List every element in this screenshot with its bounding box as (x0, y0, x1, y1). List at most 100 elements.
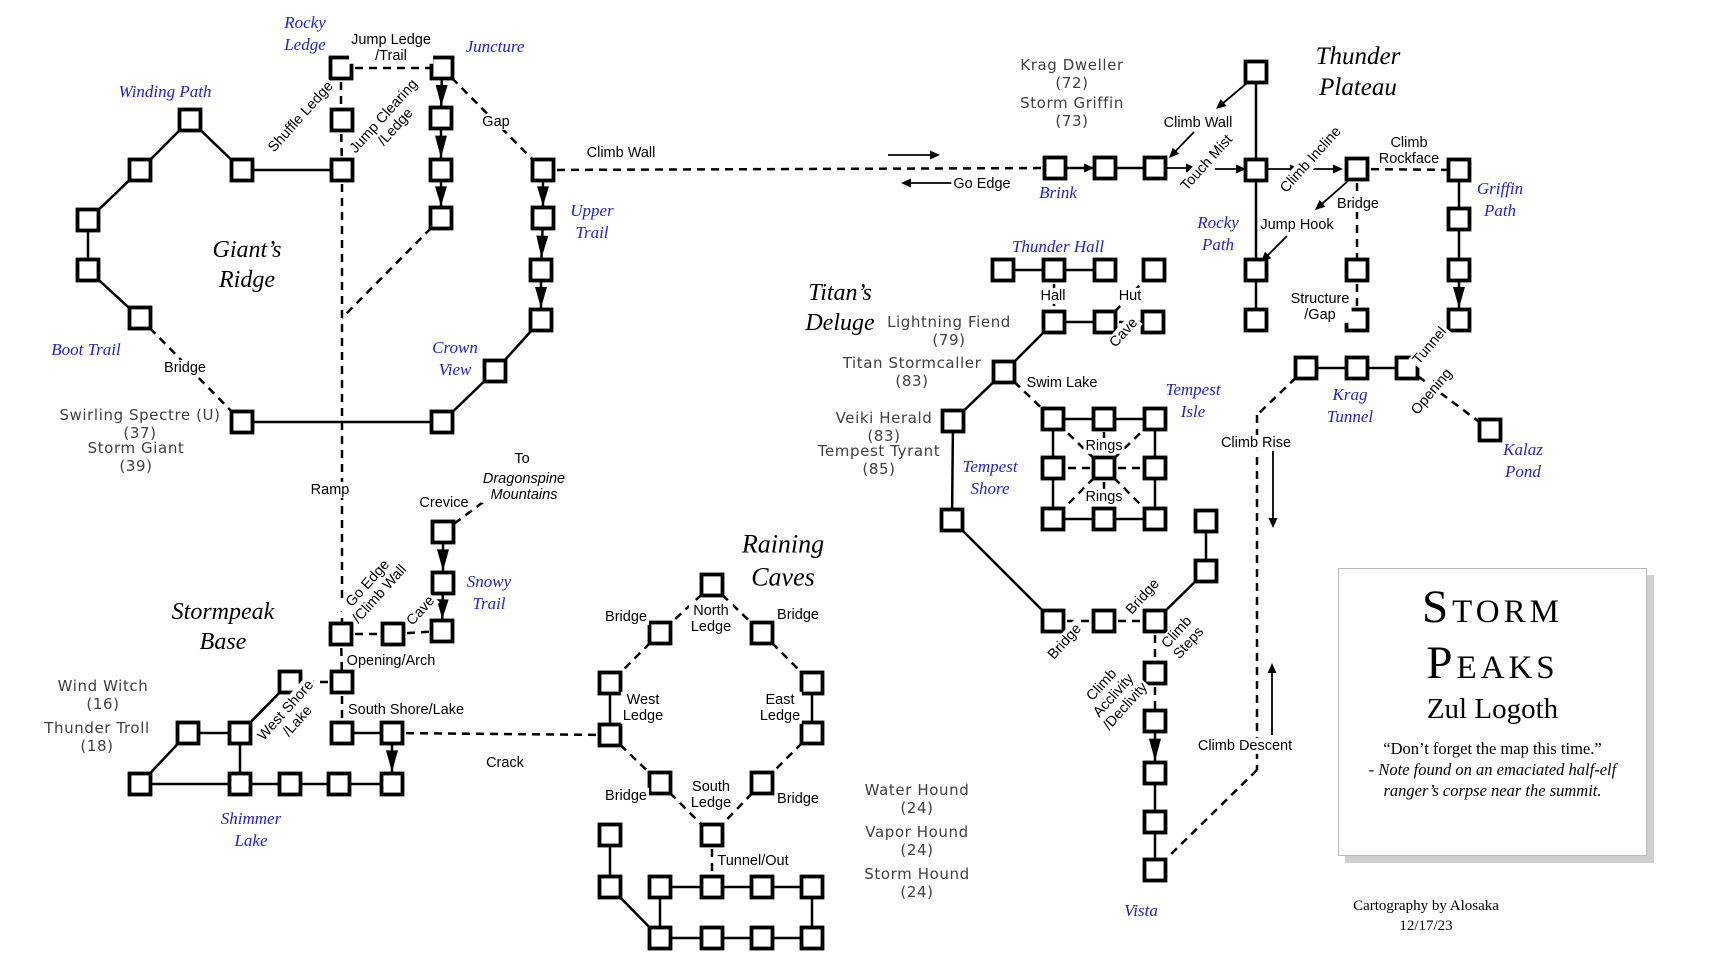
label-storm-griffin: Storm Griffin(73) (1020, 94, 1124, 130)
label-winding-path: Winding Path (118, 81, 211, 103)
room-node (1091, 455, 1117, 481)
room-node (1293, 355, 1319, 381)
room-node (699, 925, 725, 951)
label-line: East (765, 691, 795, 708)
label-boot-trail: Boot Trail (51, 339, 120, 361)
label-line: (85) (862, 460, 896, 478)
label-veiki-herald: Veiki Herald(83) (836, 409, 933, 445)
room-node (1243, 307, 1269, 333)
label-line: /Trail (375, 48, 407, 64)
room-node (429, 409, 455, 435)
label-line: Dragonspine (482, 470, 566, 487)
one-way-arrow (435, 186, 447, 206)
label-line: (18) (80, 737, 114, 755)
room-node (326, 771, 352, 797)
label-line: West (626, 691, 660, 708)
label-line: Vapor Hound (865, 823, 969, 841)
arrowhead-icon (901, 178, 911, 188)
room-node (75, 207, 101, 233)
label-swirling-spectre-u: Swirling Spectre (U)(37) (59, 406, 220, 442)
room-node (940, 408, 966, 434)
label-line: (73) (1055, 112, 1089, 130)
label-thunder-hall: Thunder Hall (1012, 236, 1104, 258)
label-line: Bridge (164, 359, 206, 376)
label-line: Rings (1085, 437, 1123, 454)
arrowhead-icon (1333, 164, 1343, 174)
label-line: Hut (1118, 287, 1142, 304)
room-node (1092, 155, 1118, 181)
label-line: /Gap (1304, 307, 1336, 323)
credit-date: 12/17/23 (1399, 918, 1453, 934)
label-line: Titan Stormcaller (842, 354, 982, 372)
room-node (329, 157, 355, 183)
map-edge-dashed (1406, 366, 1491, 432)
label-line: Vista (1124, 900, 1158, 920)
room-node (699, 572, 725, 598)
label-line: Ridge (219, 267, 275, 293)
arrowhead-icon (1084, 163, 1094, 173)
room-node (1092, 309, 1118, 335)
one-way-arrow (435, 135, 447, 158)
room-node (1243, 59, 1269, 85)
room-node (1091, 506, 1117, 532)
label-line: Lightning Fiend (887, 313, 1011, 331)
label-line: Isle (1180, 402, 1206, 421)
label-line: Wind Witch (57, 677, 149, 695)
room-node (227, 771, 253, 797)
label-bridge: Bridge (603, 608, 649, 626)
room-node (1040, 406, 1066, 432)
room-node (749, 620, 775, 646)
room-node (379, 771, 405, 797)
label-line: Tempest Tyrant (817, 442, 941, 460)
label-jump-hook: Jump Hook (1258, 216, 1336, 234)
label-vista: Vista (1124, 900, 1158, 922)
label-line: (72) (1055, 74, 1089, 92)
label-line: Stormpeak (171, 599, 275, 625)
room-node (1193, 558, 1219, 584)
label-water-hound: Water Hound(24) (865, 781, 970, 817)
label-crevice: Crevice (417, 494, 471, 512)
legend-title-line1: Storm (1422, 581, 1563, 633)
label-line: Griffin (1476, 178, 1524, 198)
label-line: Ramp (310, 481, 350, 498)
map-edge (950, 420, 955, 521)
one-way-arrow (1453, 287, 1465, 308)
room-node (528, 257, 554, 283)
room-node (647, 925, 673, 951)
label-line: Opening/Arch (346, 652, 436, 669)
room-node (799, 925, 825, 951)
room-node (699, 822, 725, 848)
room-node (1446, 206, 1472, 232)
room-node (1446, 157, 1472, 183)
arrow-line (1220, 82, 1248, 106)
label-swim-lake: Swim Lake (1024, 374, 1100, 392)
label-line: View (438, 360, 472, 379)
arrowhead-icon (1268, 518, 1278, 528)
label-line: Brink (1039, 182, 1077, 202)
label-line: (39) (119, 457, 153, 475)
label-climb-wall: Climb Wall (1161, 114, 1235, 132)
one-way-arrow (536, 235, 549, 259)
arrow-line (1172, 131, 1195, 155)
room-node (1092, 257, 1118, 283)
room-node (227, 720, 253, 746)
room-node (1142, 455, 1168, 481)
label-line: Juncture (465, 36, 525, 56)
label-line: Climb Wall (586, 144, 656, 161)
label-line: Kalaz (1503, 439, 1543, 459)
room-node (428, 205, 454, 231)
room-node (1142, 155, 1168, 181)
room-node (1141, 257, 1167, 283)
label-line: Hall (1040, 287, 1066, 304)
room-node (647, 620, 673, 646)
room-node (429, 618, 455, 644)
label-line: Ledge (690, 795, 732, 811)
room-node (277, 771, 303, 797)
label-climb-descent: Climb Descent (1195, 737, 1295, 755)
